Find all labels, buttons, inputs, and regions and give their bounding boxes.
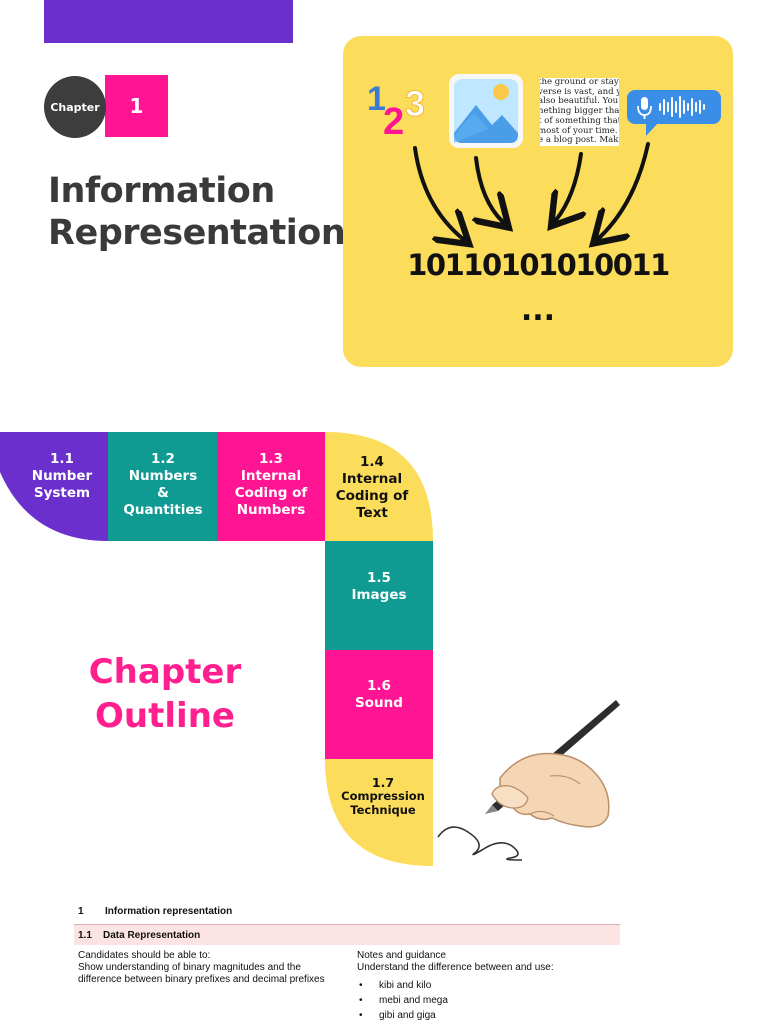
title-line-2: Representation <box>48 213 346 253</box>
section-label-line: Number <box>31 468 93 484</box>
page-title: Information Representation <box>48 170 348 254</box>
syllabus-right-column: Notes and guidance Understand the differ… <box>357 950 620 1023</box>
section-tile-1-5 <box>325 541 433 650</box>
title-line-1: Information <box>48 171 275 211</box>
section-number: 1.5 <box>367 570 391 586</box>
syllabus-subheading-text: Data Representation <box>103 930 201 941</box>
section-label-line: Quantities <box>123 502 203 518</box>
right-column-header: Notes and guidance <box>357 950 446 961</box>
snippet-line: e a blog post. Make a <box>540 135 619 146</box>
section-label-line: & <box>157 485 169 501</box>
section-number: 1.7 <box>371 775 395 790</box>
section-number: 1.3 <box>259 451 283 467</box>
section-label-line: Internal <box>341 471 403 487</box>
section-1-7[interactable]: 1.7 Compression Technique <box>327 775 439 817</box>
outline-title: Chapter Outline <box>70 650 260 738</box>
left-column-body: Show understanding of binary magnitudes … <box>78 962 325 985</box>
chapter-badge: Chapter <box>44 76 106 138</box>
snippet-line: nething bigger than y <box>540 106 619 117</box>
data-conversion-illustration: 1 2 3 the ground or stays verse is vast,… <box>343 36 733 367</box>
section-label-line: Text <box>356 505 388 521</box>
section-label-line: Internal <box>240 468 302 484</box>
section-label-line: Numbers <box>236 502 306 518</box>
digit-one: 1 <box>367 80 386 118</box>
section-label-line: Compression <box>341 789 425 803</box>
chapter-number: 1 <box>129 94 144 118</box>
snippet-line: the ground or stays <box>540 78 619 87</box>
notes-list: kibi and kilo mebi and mega gibi and gig… <box>357 978 620 1023</box>
ellipsis: ... <box>520 293 556 328</box>
digit-three: 3 <box>405 83 425 124</box>
snippet-line: t of something that m <box>540 115 619 126</box>
text-snippet: the ground or stays verse is vast, and y… <box>540 78 619 146</box>
list-item: kibi and kilo <box>357 978 620 993</box>
left-column-header: Candidates should be able to: <box>78 950 211 961</box>
outline-title-line-2: Outline <box>95 696 235 736</box>
syllabus-subheading: 1.1 Data Representation <box>78 930 200 941</box>
section-label-line: Sound <box>355 695 403 711</box>
arrow-icon <box>413 142 650 367</box>
top-accent-bar <box>44 0 293 43</box>
section-tile-1-3 <box>217 432 325 541</box>
hand-writing-icon <box>437 700 620 861</box>
syllabus-heading-text: Information representation <box>105 906 233 917</box>
section-label-line: Technique <box>350 802 416 817</box>
section-tile-1-6 <box>325 650 433 759</box>
section-tile-1-2 <box>108 432 217 541</box>
voice-message-icon <box>627 90 721 136</box>
chapter-outline-path <box>0 432 433 866</box>
section-label-line: Numbers <box>128 468 198 484</box>
section-number: 1.1 <box>50 451 74 467</box>
section-number: 1.6 <box>367 678 391 694</box>
section-number: 1.2 <box>151 451 175 467</box>
section-1-6[interactable]: 1.6 Sound <box>327 678 431 712</box>
image-icon <box>449 74 523 148</box>
outline-title-line-1: Chapter <box>88 652 242 692</box>
chapter-number-box: 1 <box>105 75 168 137</box>
section-1-5[interactable]: 1.5 Images <box>327 570 431 604</box>
section-label-line: System <box>33 485 91 501</box>
section-label-line: Coding of <box>335 488 409 504</box>
snippet-line: verse is vast, and you <box>540 86 619 97</box>
section-label-line: Coding of <box>234 485 308 501</box>
section-tile-1-1 <box>0 432 108 541</box>
section-label-line: Images <box>351 587 407 603</box>
section-tile-1-7 <box>325 759 433 866</box>
digit-two: 2 <box>383 101 404 143</box>
section-number: 1.4 <box>360 454 384 470</box>
section-1-4[interactable]: 1.4 Internal Coding of Text <box>328 454 416 522</box>
binary-output: 10110101010011 <box>407 248 670 282</box>
section-1-2[interactable]: 1.2 Numbers & Quantities <box>113 451 213 519</box>
list-item: gibi and giga <box>357 1008 620 1023</box>
snippet-line: also beautiful. You a <box>540 96 619 107</box>
snippet-line: most of your time. Ta <box>540 125 619 136</box>
chapter-label: Chapter <box>50 100 100 114</box>
right-column-body: Understand the difference between and us… <box>357 962 554 973</box>
syllabus-heading-number: 1 <box>78 906 84 917</box>
syllabus-heading: 1 Information representation <box>78 906 232 917</box>
section-tile-1-4 <box>325 432 433 541</box>
section-1-1[interactable]: 1.1 Number System <box>26 451 98 502</box>
list-item: mebi and mega <box>357 993 620 1008</box>
section-1-3[interactable]: 1.3 Internal Coding of Numbers <box>220 451 322 519</box>
syllabus-left-column: Candidates should be able to: Show under… <box>78 950 343 986</box>
syllabus-subheading-band: 1.1 Data Representation <box>74 924 620 945</box>
numbers-icon: 1 2 3 <box>367 80 426 143</box>
syllabus-subheading-number: 1.1 <box>78 930 92 941</box>
